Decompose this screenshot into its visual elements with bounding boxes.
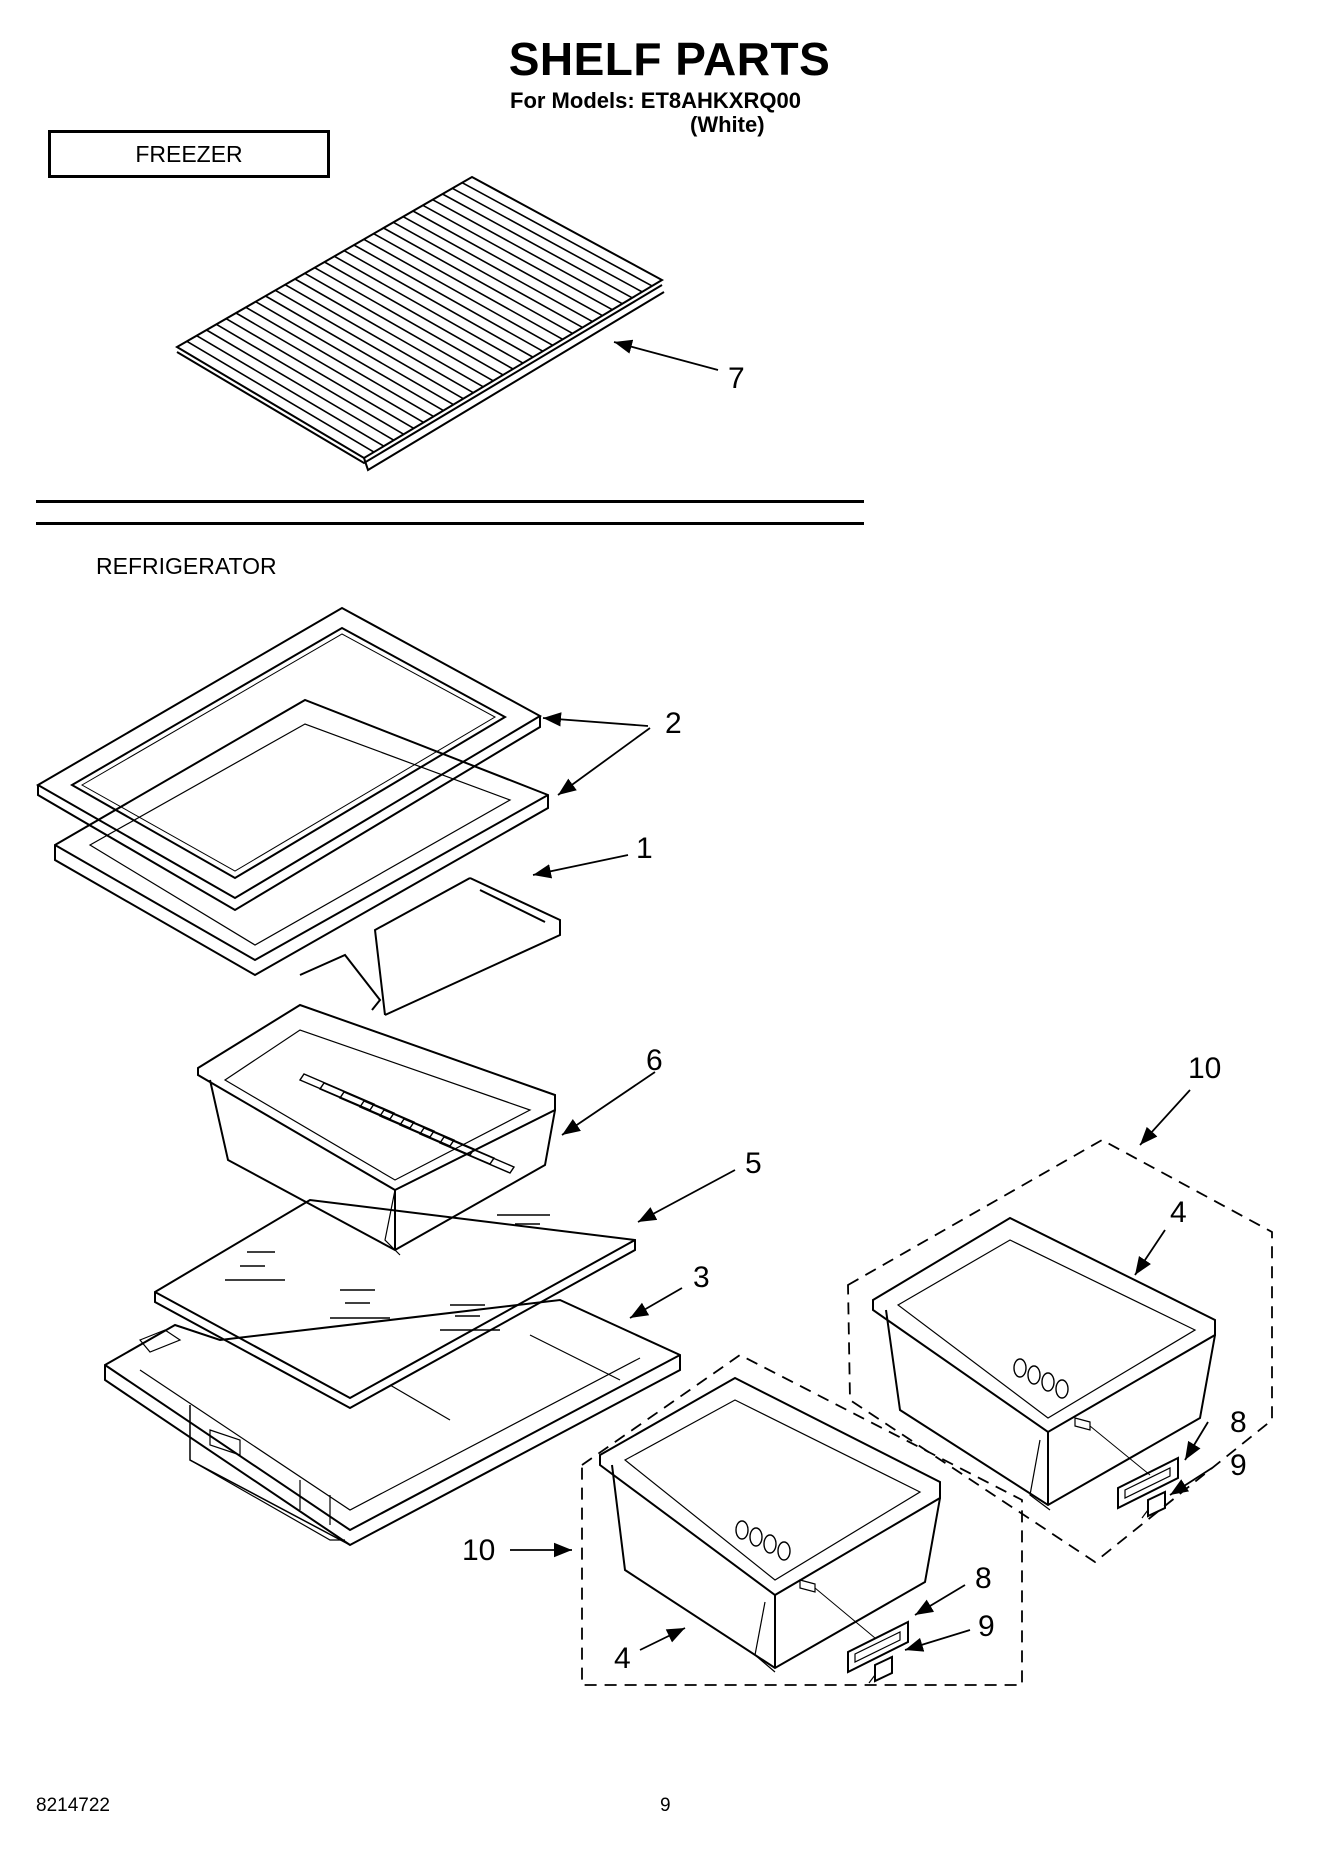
divider-bottom (36, 522, 864, 525)
callout-9-left: 9 (978, 1610, 995, 1643)
callout-7: 7 (728, 362, 745, 395)
callout-5: 5 (745, 1147, 762, 1180)
large-drawer-left (599, 1376, 941, 1673)
small-drawer (197, 1003, 556, 1256)
shelf-bracket (299, 877, 561, 1016)
callout-4-left: 4 (614, 1642, 631, 1675)
callout-4-right: 4 (1170, 1196, 1187, 1229)
callout-6: 6 (646, 1044, 663, 1077)
wire-shelf (175, 175, 665, 472)
models-line: For Models: ET8AHKXRQ00 (510, 88, 801, 113)
callout-leaders (510, 339, 1213, 1652)
drawer-slide-parts (847, 1456, 1179, 1684)
large-drawer-right (872, 1216, 1216, 1511)
drawer-group-boxes (581, 1138, 1273, 1686)
divider-top (36, 500, 864, 503)
glass-shelf-top (36, 606, 543, 912)
glass-panel (154, 1198, 636, 1410)
document-number: 8214722 (36, 1795, 110, 1816)
freezer-section-label: FREEZER (48, 130, 330, 178)
refrigerator-section-label: REFRIGERATOR (96, 553, 277, 579)
freezer-label-text: FREEZER (135, 140, 243, 167)
page-title: SHELF PARTS (508, 33, 831, 85)
callout-8-left: 8 (975, 1562, 992, 1595)
glass-shelf-second (54, 698, 549, 977)
callout-2: 2 (665, 707, 682, 740)
callout-1: 1 (636, 832, 653, 865)
page-number: 9 (660, 1795, 671, 1816)
callout-9-right: 9 (1230, 1449, 1247, 1482)
callout-8-right: 8 (1230, 1406, 1247, 1439)
callout-3: 3 (693, 1261, 710, 1294)
callout-10-right: 10 (1188, 1052, 1221, 1085)
crisper-cover-frame (104, 1298, 681, 1547)
model-variant: (White) (690, 112, 765, 137)
callout-10-left: 10 (462, 1534, 495, 1567)
